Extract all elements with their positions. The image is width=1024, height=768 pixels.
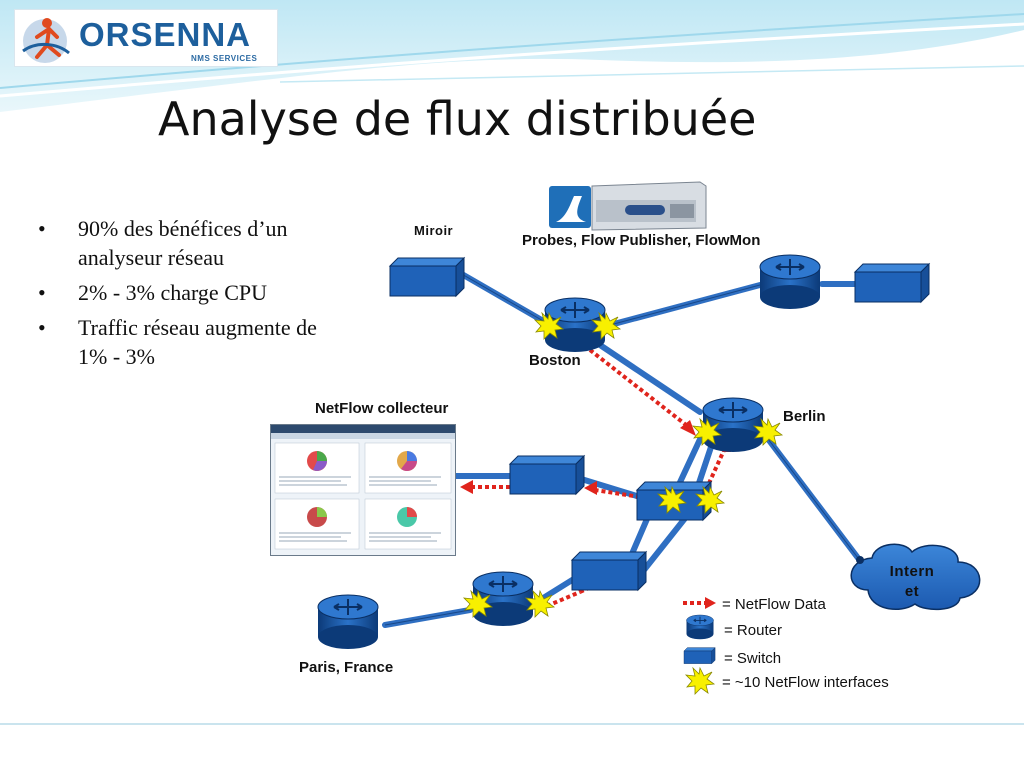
bullet-item: •Traffic réseau augmente de 1% - 3% xyxy=(38,315,317,369)
legend-burst-icon xyxy=(685,667,715,695)
collector-dashboard-thumbnail xyxy=(271,425,455,550)
miroir-switch xyxy=(389,257,465,297)
logo-brand: ORSENNA xyxy=(79,16,252,53)
legend-interfaces: = ~10 NetFlow interfaces xyxy=(720,674,899,693)
paris-router xyxy=(317,594,379,650)
bullet-item: •90% des bénéfices d’un analyseur réseau xyxy=(38,216,288,270)
legend-router-icon xyxy=(686,614,714,640)
miroir-label: Miroir xyxy=(414,223,454,238)
collector-switch xyxy=(509,455,585,495)
boston-label: Boston xyxy=(529,352,581,369)
legend-switch-icon xyxy=(683,647,716,664)
netflow-collecteur-label: NetFlow collecteur xyxy=(315,400,449,417)
legend-router: = Router xyxy=(724,622,782,639)
legend-netflow-data: = NetFlow Data xyxy=(722,596,826,613)
bullet-item: •2% - 3% charge CPU xyxy=(38,280,267,305)
internet-label: Intern et xyxy=(889,563,935,600)
probes-label: Probes, Flow Publisher, FlowMon xyxy=(522,232,761,249)
orsenna-logo: ORSENNA NMS SERVICES xyxy=(14,9,278,67)
probe-appliance xyxy=(549,181,707,231)
logo-subtitle: NMS SERVICES xyxy=(191,54,258,63)
bullet-list: •90% des bénéfices d’un analyseur réseau… xyxy=(38,214,338,377)
berlin-router xyxy=(702,397,764,453)
page-title: Analyse de flux distribuée xyxy=(158,92,757,146)
legend-switch: = Switch xyxy=(724,650,782,667)
runner-icon xyxy=(22,18,70,63)
paris-label: Paris, France xyxy=(299,659,394,676)
netflow-collector-screen xyxy=(270,424,456,556)
berlin-label: Berlin xyxy=(783,408,826,425)
probe-router xyxy=(759,254,821,310)
probe-switch xyxy=(854,263,930,303)
legend-netflow-arrow-icon xyxy=(683,597,716,609)
internet-cloud xyxy=(850,543,981,611)
paris-switch xyxy=(571,551,647,591)
